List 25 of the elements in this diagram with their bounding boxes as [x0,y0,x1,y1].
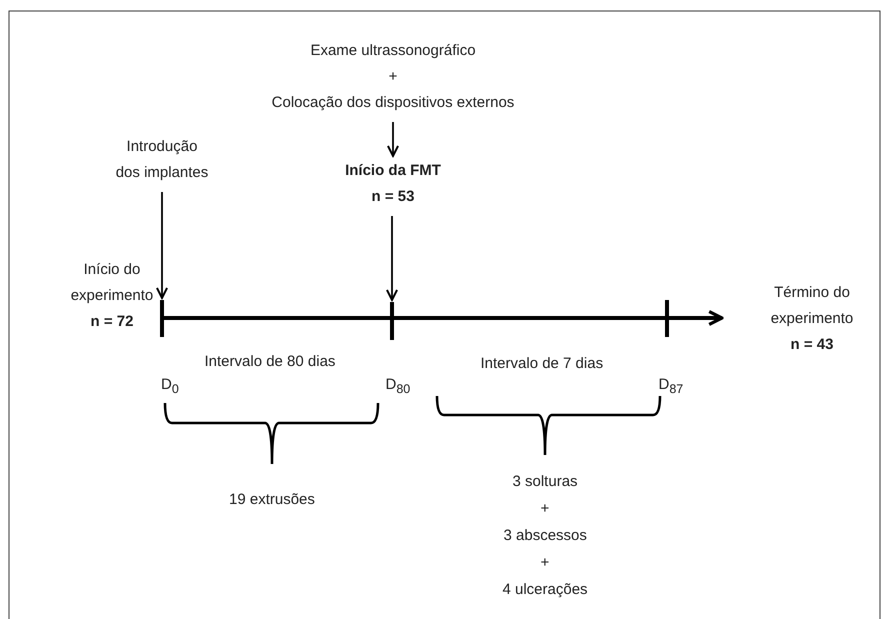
timeline-label: 19 extrusões [229,490,315,510]
day-label: D$_{87}$ [658,375,684,398]
timeline-label: 4 ulcerações [502,580,588,600]
day-label: D$_{0}$ [161,375,179,398]
tick-mark [160,300,164,337]
arrow [156,192,168,299]
event-text: n = 43 [790,335,834,355]
timeline-label: 3 solturas [512,472,578,492]
event-text: + [388,67,398,87]
timeline-label: 3 abscessos [504,526,587,546]
timeline-label: + [540,553,550,573]
event-text: Introdução dos implantes [114,137,210,183]
timeline-label: Intervalo de 7 dias [480,354,604,374]
timeline-label: Intervalo de 80 dias [204,352,336,372]
timeline-label: + [540,499,550,519]
event-text: n = 72 [90,312,134,332]
event-text: Exame ultrassonográfico [309,41,477,61]
day-label: D$_{80}$ [386,375,410,398]
arrow [386,216,398,301]
tick-mark [390,302,394,340]
event-text: n = 53 [370,187,416,207]
event-text: Colocação dos dispositivos externos [270,93,516,113]
tick-mark [665,300,669,337]
arrow [386,122,400,157]
event-text: Início da FMT [344,161,442,181]
